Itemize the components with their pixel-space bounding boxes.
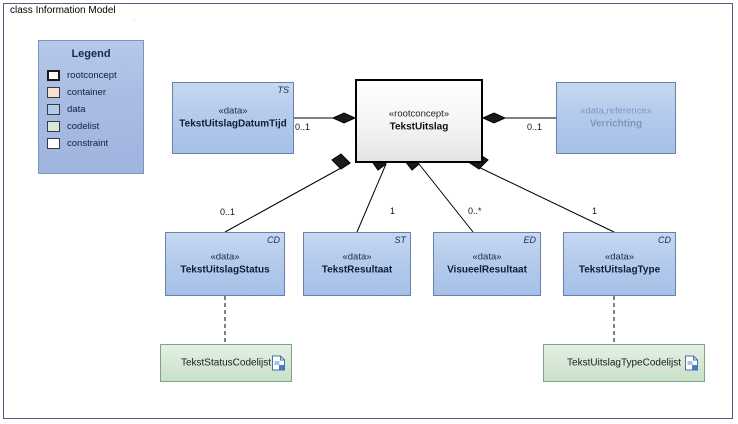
document-icon	[685, 355, 698, 371]
legend-swatch-data	[47, 104, 60, 115]
legend-panel: Legend rootconcept container data codeli…	[38, 40, 144, 174]
class-name-tekststatuscodelijst: TekstStatusCodelijst	[180, 357, 272, 369]
legend-item-constraint: constraint	[47, 135, 143, 152]
legend-label-container: container	[67, 87, 107, 98]
multiplicity-resultaat: 1	[390, 206, 396, 216]
legend-rows: rootconcept container data codelist cons…	[39, 67, 143, 152]
class-tag-ed: ED	[523, 235, 536, 245]
legend-item-container: container	[47, 84, 143, 101]
class-tag-ts: TS	[277, 85, 289, 95]
legend-item-codelist: codelist	[47, 118, 143, 135]
multiplicity-verrichting: 0..1	[527, 122, 543, 132]
multiplicity-status: 0..1	[220, 207, 236, 217]
class-name-visueelresultaat: VisueelResultaat	[447, 264, 527, 276]
class-tekststatuscodelijst[interactable]: TekstStatusCodelijst	[160, 344, 292, 382]
class-tekstuitslagtypecodelijst[interactable]: TekstUitslagTypeCodelijst	[543, 344, 705, 382]
class-tekstuitslag[interactable]: «rootconcept» TekstUitslag	[355, 79, 483, 163]
class-tag-st: ST	[394, 235, 406, 245]
multiplicity-type: 1	[592, 206, 598, 216]
class-stereotype-tekstuitslagtype: «data»	[604, 251, 635, 263]
legend-item-rootconcept: rootconcept	[47, 67, 143, 84]
class-name-tekstuitslagdatumtijd: TekstUitslagDatumTijd	[179, 118, 287, 130]
class-tekstresultaat[interactable]: ST «data» TekstResultaat	[303, 232, 411, 296]
class-tag-cd-status: CD	[267, 235, 280, 245]
legend-item-data: data	[47, 101, 143, 118]
class-name-tekstuitslagtypecodelijst: TekstUitslagTypeCodelijst	[567, 357, 681, 369]
legend-label-codelist: codelist	[67, 121, 100, 132]
class-name-tekstuitslagtype: TekstUitslagType	[578, 264, 661, 276]
class-stereotype-verrichting: «data,reference»	[580, 105, 652, 117]
multiplicity-visueel: 0..*	[468, 206, 482, 216]
class-stereotype-tekstuitslagstatus: «data»	[210, 251, 240, 263]
class-name-tekstuitslag: TekstUitslag	[389, 121, 449, 133]
class-stereotype-tekstuitslag: «rootconcept»	[388, 108, 450, 120]
legend-label-rootconcept: rootconcept	[67, 70, 117, 81]
legend-title: Legend	[71, 48, 111, 60]
legend-swatch-container	[47, 87, 60, 98]
diagram-frame-tab: class Information Model	[3, 3, 135, 20]
frame-keyword: class	[10, 5, 33, 16]
document-icon	[272, 355, 285, 371]
class-tekstuitslagstatus[interactable]: CD «data» TekstUitslagStatus	[165, 232, 285, 296]
class-name-tekstresultaat: TekstResultaat	[321, 264, 393, 276]
legend-swatch-constraint	[47, 138, 60, 149]
class-stereotype-visueelresultaat: «data»	[472, 251, 502, 263]
legend-swatch-codelist	[47, 121, 60, 132]
class-tekstuitslagdatumtijd[interactable]: TS «data» TekstUitslagDatumTijd	[172, 82, 294, 154]
class-name-verrichting: Verrichting	[589, 118, 643, 130]
multiplicity-datumtijd: 0..1	[295, 122, 311, 132]
class-stereotype-tekstuitslagdatumtijd: «data»	[218, 105, 248, 117]
class-visueelresultaat[interactable]: ED «data» VisueelResultaat	[433, 232, 541, 296]
legend-label-data: data	[67, 104, 86, 115]
legend-swatch-rootconcept	[47, 70, 60, 81]
class-stereotype-tekstresultaat: «data»	[342, 251, 372, 263]
class-name-tekstuitslagstatus: TekstUitslagStatus	[180, 264, 270, 276]
legend-label-constraint: constraint	[67, 138, 109, 149]
class-verrichting[interactable]: «data,reference» Verrichting	[556, 82, 676, 154]
class-tekstuitslagtype[interactable]: CD «data» TekstUitslagType	[563, 232, 676, 296]
frame-title: Information Model	[35, 5, 116, 16]
class-tag-cd-type: CD	[658, 235, 671, 245]
